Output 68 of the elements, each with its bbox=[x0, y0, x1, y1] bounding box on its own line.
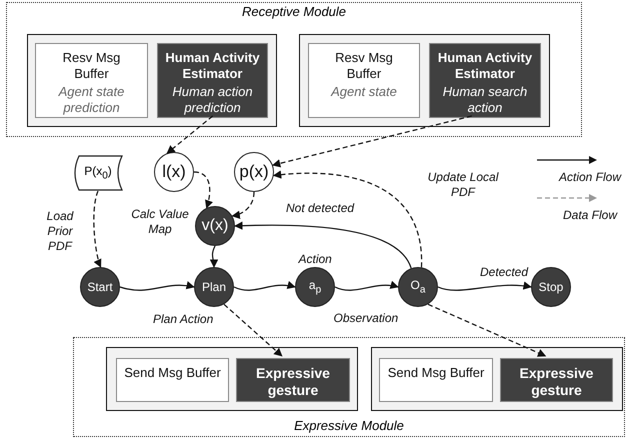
panel-box bbox=[371, 347, 623, 411]
box-text: Resv Msg Buffer bbox=[334, 50, 394, 82]
node-label: Plan bbox=[202, 280, 226, 294]
box-heading: Expressive gesture bbox=[255, 365, 331, 399]
state-circle bbox=[194, 267, 234, 307]
arrow bbox=[334, 281, 399, 291]
node-caption: Action bbox=[298, 252, 332, 266]
arrow bbox=[234, 222, 412, 268]
tape-shape-node bbox=[73, 155, 123, 191]
arrow bbox=[224, 304, 282, 357]
module-title: Expressive Module bbox=[294, 418, 404, 434]
node-label: O$_{a}$ bbox=[410, 278, 426, 296]
node-caption: Plan Action bbox=[153, 312, 214, 326]
box-text: Resv Msg Buffer bbox=[62, 50, 122, 82]
node-label: Start bbox=[87, 280, 113, 294]
arrow bbox=[194, 171, 213, 209]
buffer-box bbox=[308, 43, 420, 118]
node-label: Stop bbox=[538, 280, 564, 294]
edge-label: Detected bbox=[480, 264, 528, 280]
box-heading: Human Activity Estimator bbox=[436, 50, 534, 82]
box-heading: Expressive gesture bbox=[518, 365, 594, 399]
node-label: v(x) bbox=[202, 216, 228, 236]
arrow bbox=[234, 281, 296, 291]
state-circle bbox=[398, 267, 438, 307]
state-circle bbox=[154, 152, 194, 192]
module-container bbox=[6, 2, 582, 137]
buffer-box bbox=[379, 358, 493, 402]
node-caption: Calc Value Map bbox=[129, 207, 191, 237]
estimator-box bbox=[236, 358, 350, 402]
legend-label: Action Flow bbox=[559, 170, 622, 184]
module-container bbox=[73, 337, 625, 437]
arrow bbox=[210, 246, 218, 268]
arrow bbox=[272, 115, 472, 168]
arrow bbox=[438, 282, 532, 291]
state-circle bbox=[295, 267, 335, 307]
buffer-box bbox=[116, 358, 229, 402]
state-circle bbox=[195, 206, 235, 246]
box-subtext: Human search action bbox=[442, 84, 528, 116]
box-heading: Human Activity Estimator bbox=[164, 50, 261, 82]
module-title: Receptive Module bbox=[242, 4, 346, 20]
panel-box bbox=[299, 34, 550, 127]
estimator-box bbox=[157, 43, 268, 118]
box-text: Send Msg Buffer bbox=[124, 365, 221, 381]
node-label: P(x$_{0}$) bbox=[84, 164, 112, 182]
arrow bbox=[166, 116, 214, 154]
arrow bbox=[120, 282, 195, 291]
panel-box bbox=[106, 347, 358, 411]
state-circle bbox=[80, 267, 120, 307]
node-label: a$_{p}$ bbox=[308, 278, 322, 296]
edge-label: Not detected bbox=[286, 200, 354, 216]
arrow bbox=[428, 304, 546, 357]
box-subtext: Human action prediction bbox=[171, 84, 254, 116]
node-label: p(x) bbox=[239, 162, 269, 182]
box-subtext: Agent state prediction bbox=[58, 84, 125, 116]
arrow bbox=[272, 170, 422, 268]
estimator-box bbox=[500, 358, 613, 402]
state-circle bbox=[531, 267, 571, 307]
node-label: l(x) bbox=[162, 162, 186, 182]
arrow bbox=[232, 192, 255, 219]
estimator-box bbox=[429, 43, 541, 118]
panel-box bbox=[27, 34, 277, 127]
box-subtext: Agent state bbox=[331, 84, 397, 100]
state-circle bbox=[234, 152, 274, 192]
box-text: Send Msg Buffer bbox=[388, 365, 484, 381]
arrow bbox=[93, 190, 102, 268]
buffer-box bbox=[35, 43, 148, 118]
edge-label: Observation bbox=[334, 310, 398, 326]
legend-label: Data Flow bbox=[563, 208, 618, 222]
